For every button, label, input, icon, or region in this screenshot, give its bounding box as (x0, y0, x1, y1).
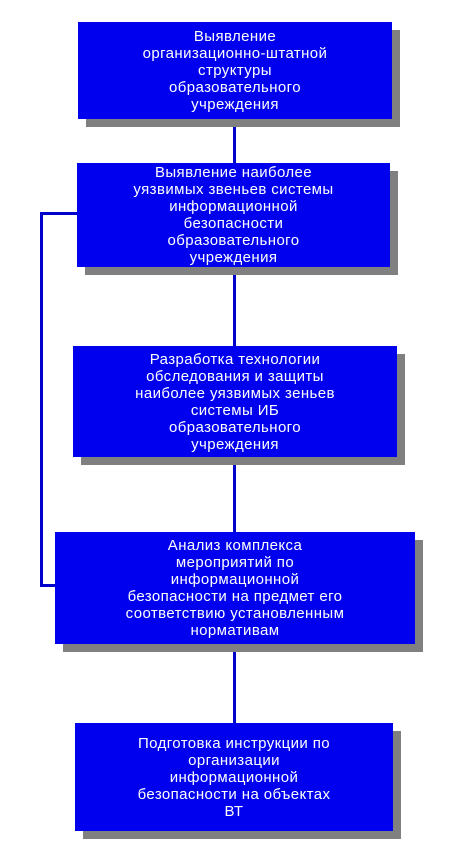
connector-3-4 (233, 457, 236, 532)
step-box-org-structure: Выявление организационно-штатной структу… (78, 22, 392, 119)
step-box-instructions: Подготовка инструкции по организации инф… (75, 723, 393, 831)
step-box-label: Разработка технологии обследования и защ… (135, 350, 335, 453)
step-box-label: Выявление организационно-штатной структу… (142, 28, 328, 113)
step-box-survey-technology: Разработка технологии обследования и защ… (73, 346, 397, 457)
feedback-loop-vertical (40, 212, 43, 586)
feedback-loop-top (40, 212, 77, 215)
connector-1-2 (233, 119, 236, 163)
connector-2-3 (233, 267, 236, 346)
connector-4-5 (233, 644, 236, 723)
step-box-vulnerable-links: Выявление наиболее уязвимых звеньев сист… (77, 163, 390, 267)
step-box-label: Анализ комплекса мероприятий по информац… (125, 537, 345, 639)
step-box-label: Подготовка инструкции по организации инф… (137, 734, 331, 820)
step-box-compliance-analysis: Анализ комплекса мероприятий по информац… (55, 532, 415, 644)
step-box-label: Выявление наиболее уязвимых звеньев сист… (133, 164, 334, 266)
feedback-loop-bottom (40, 584, 55, 587)
